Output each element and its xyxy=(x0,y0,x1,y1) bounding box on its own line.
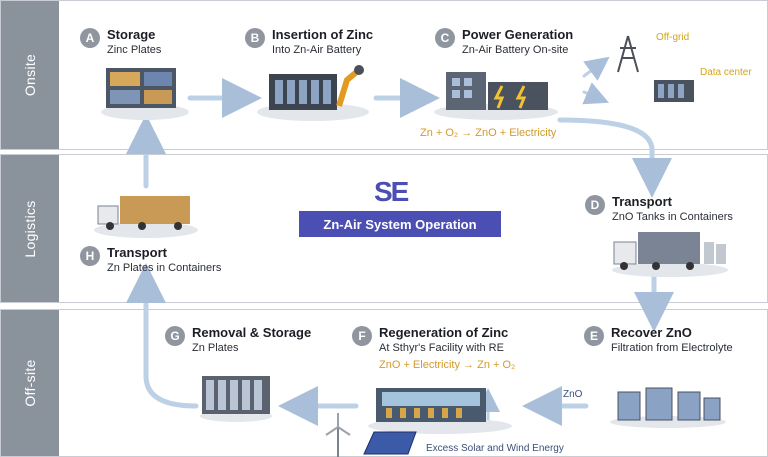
se-logo: SE xyxy=(374,176,409,207)
truck-tanks-icon xyxy=(612,232,728,277)
step-d-badge: D xyxy=(585,195,605,215)
power-equation: Zn + O₂ → ZnO + Electricity xyxy=(420,127,557,139)
step-d-title: Transport xyxy=(612,194,672,209)
step-d-subtitle: ZnO Tanks in Containers xyxy=(612,211,733,223)
regeneration-plant-icon xyxy=(368,388,512,434)
step-f-badge: F xyxy=(352,326,372,346)
center-title: Zn-Air System Operation xyxy=(299,211,501,237)
step-f-subtitle: At Sthyr's Facility with RE xyxy=(379,342,504,354)
step-h-title: Transport xyxy=(107,245,167,260)
zno-label: ZnO xyxy=(563,389,583,400)
filtration-plant-icon xyxy=(610,387,726,428)
storage-warehouse-icon xyxy=(101,68,189,120)
step-e-subtitle: Filtration from Electrolyte xyxy=(611,342,733,354)
onsite-band-label: Onsite xyxy=(1,1,59,149)
power-station-icon xyxy=(434,72,558,120)
arrow-g-to-h xyxy=(126,263,199,409)
step-e-title: Recover ZnO xyxy=(611,325,692,340)
excess-energy-label: Excess Solar and Wind Energy xyxy=(426,443,564,454)
step-g-subtitle: Zn Plates xyxy=(192,342,239,354)
step-a-badge: A xyxy=(80,28,100,48)
datacenter-icon xyxy=(654,80,694,102)
arrow-to-offgrid xyxy=(582,56,610,81)
step-f-title: Regeneration of Zinc xyxy=(379,325,509,340)
step-b-title: Insertion of Zinc xyxy=(272,27,374,42)
truck-plates-icon xyxy=(94,196,198,238)
offsite-band-label: Off-site xyxy=(1,310,59,456)
battery-insertion-icon xyxy=(257,65,369,121)
step-h-subtitle: Zn Plates in Containers xyxy=(107,262,222,274)
step-c-badge: C xyxy=(435,28,455,48)
step-c-title: Power Generation xyxy=(462,27,574,42)
solar-panel-icon xyxy=(363,431,417,455)
pylon-icon xyxy=(617,35,639,73)
step-g-title: Removal & Storage xyxy=(192,325,312,340)
step-h-badge: H xyxy=(80,246,100,266)
offgrid-label: Off-grid xyxy=(656,32,690,43)
step-b-badge: B xyxy=(245,28,265,48)
arrow-c-to-d xyxy=(557,117,672,198)
step-c-subtitle: Zn-Air Battery On-site xyxy=(462,44,569,56)
step-b-subtitle: Into Zn-Air Battery xyxy=(272,44,362,56)
logistics-band-label: Logistics xyxy=(1,155,59,302)
step-a-subtitle: Zinc Plates xyxy=(107,44,162,56)
step-e-badge: E xyxy=(584,326,604,346)
step-g-badge: G xyxy=(165,326,185,346)
regen-equation: ZnO + Electricity → Zn + O₂ xyxy=(379,359,516,371)
plate-rack-icon xyxy=(200,376,272,422)
arrow-to-datacenter xyxy=(582,82,610,105)
step-a-title: Storage xyxy=(107,27,156,42)
wind-turbine-icon xyxy=(325,413,351,457)
datacenter-label: Data center xyxy=(700,67,752,78)
